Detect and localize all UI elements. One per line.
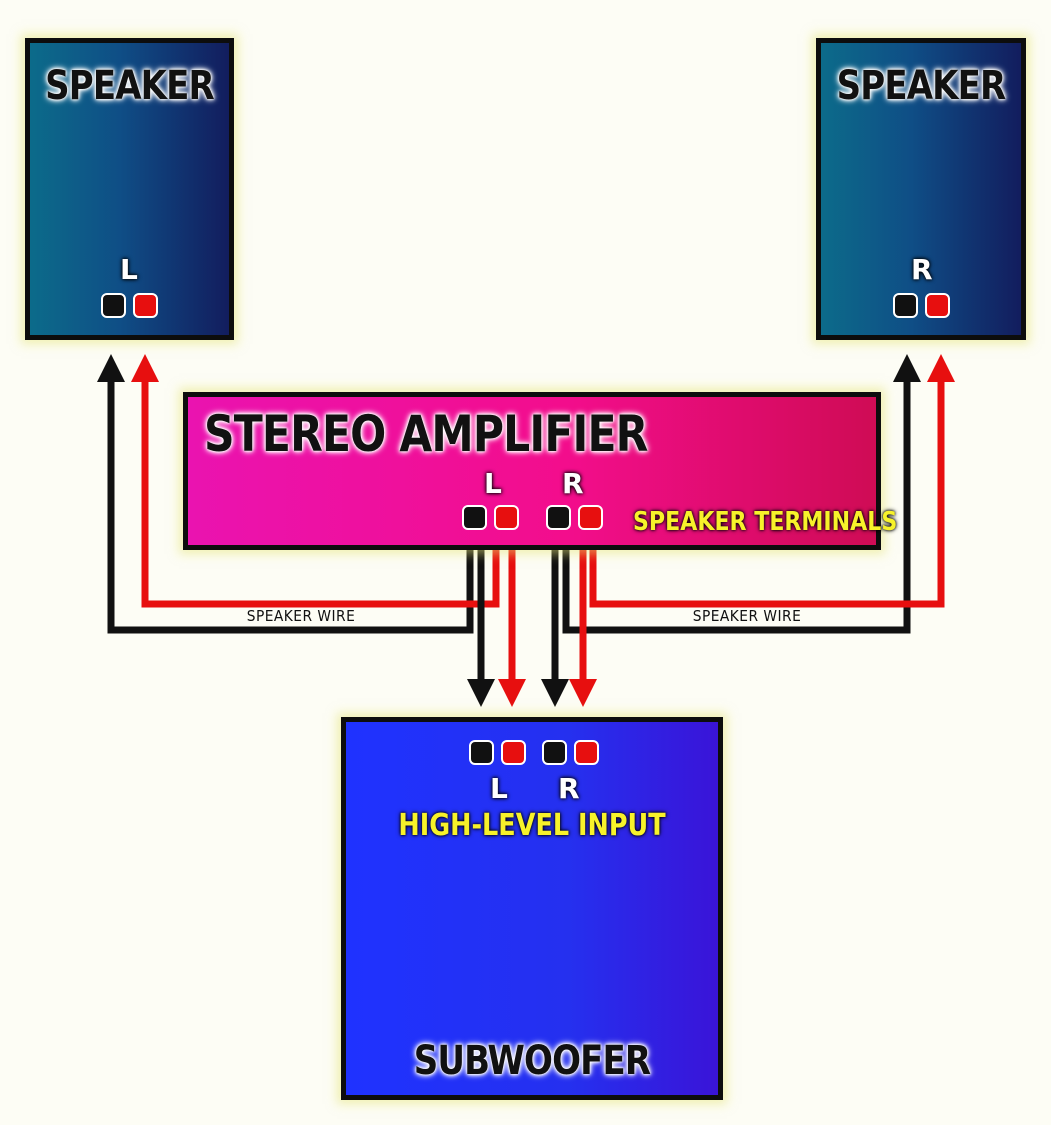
amplifier-right-negative-terminal [546, 505, 571, 530]
right-speaker: SPEAKER R [816, 38, 1026, 340]
amplifier-left-channel-label: L [484, 467, 502, 500]
amplifier-left-positive-terminal [494, 505, 519, 530]
subwoofer-right-positive-terminal [574, 740, 599, 765]
subwoofer-title: SUBWOOFER [413, 1038, 651, 1084]
subwoofer-left-negative-terminal [469, 740, 494, 765]
left-negative-wire [97, 354, 474, 634]
left-speaker-positive-terminal [133, 293, 158, 318]
right-negative-wire [562, 354, 921, 634]
left-speaker-title: SPEAKER [45, 63, 215, 109]
speaker-terminals-label: SPEAKER TERMINALS [633, 507, 898, 537]
amplifier-right-channel-label: R [562, 467, 584, 500]
left-speaker: SPEAKER L [25, 38, 234, 340]
subwoofer-right-negative-terminal [542, 740, 567, 765]
right-speaker-positive-terminal [925, 293, 950, 318]
right-speaker-negative-terminal [893, 293, 918, 318]
subwoofer-left-positive-terminal [501, 740, 526, 765]
right-speaker-channel-label: R [911, 253, 933, 286]
right-speaker-wire-label: SPEAKER WIRE [692, 607, 802, 625]
amplifier-title: STEREO AMPLIFIER [204, 405, 648, 463]
left-positive-wire [131, 354, 500, 608]
stereo-amplifier: STEREO AMPLIFIER L R SPEAKER TERMINALS [183, 392, 897, 550]
subwoofer: L R HIGH-LEVEL INPUT SUBWOOFER [341, 717, 723, 1100]
subwoofer-left-channel-label: L [490, 772, 508, 805]
left-speaker-negative-terminal [101, 293, 126, 318]
right-speaker-title: SPEAKER [836, 63, 1007, 109]
amplifier-right-positive-terminal [578, 505, 603, 530]
left-speaker-wire-label: SPEAKER WIRE [246, 607, 356, 625]
left-speaker-channel-label: L [120, 253, 138, 286]
amplifier-left-negative-terminal [462, 505, 487, 530]
subwoofer-right-channel-label: R [558, 772, 580, 805]
high-level-input-label: HIGH-LEVEL INPUT [398, 808, 666, 843]
right-positive-wire [589, 354, 955, 608]
